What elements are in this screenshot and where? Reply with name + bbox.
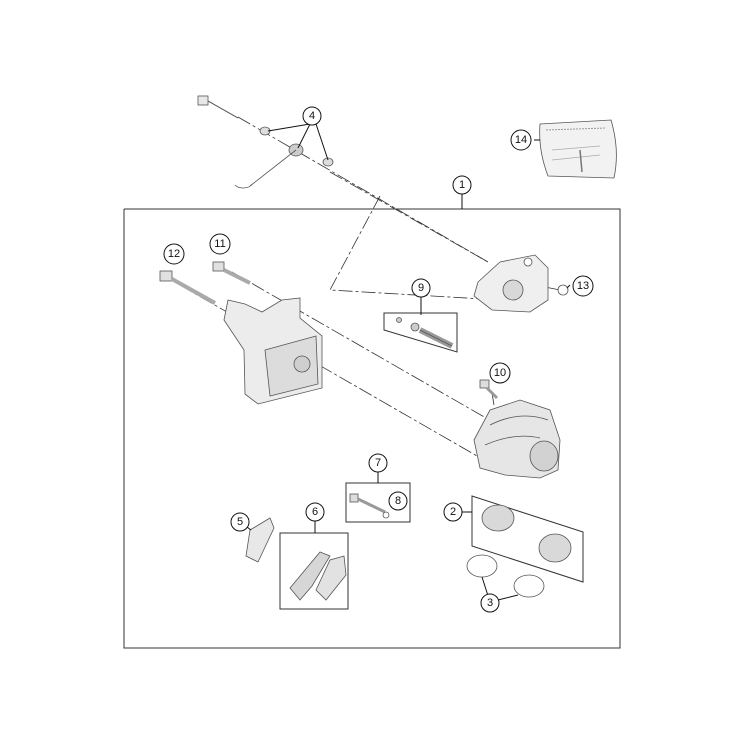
mounting-bolts	[159, 261, 251, 305]
svg-text:6: 6	[312, 506, 318, 518]
svg-text:14: 14	[515, 134, 527, 146]
callout-10: 10	[489, 362, 511, 384]
caliper-carrier	[473, 254, 569, 313]
callout-9: 9	[411, 278, 431, 298]
callout-8: 8	[388, 491, 408, 511]
callout-13: 13	[572, 275, 594, 297]
svg-text:10: 10	[494, 367, 506, 379]
callout-6: 6	[305, 502, 325, 522]
callout-7: 7	[368, 453, 388, 473]
svg-text:12: 12	[168, 248, 180, 260]
repair-kit-package	[539, 119, 617, 179]
callout-11: 11	[209, 233, 231, 255]
callout-2: 2	[443, 502, 463, 522]
svg-text:1: 1	[459, 179, 465, 191]
mounting-bracket	[223, 297, 323, 405]
callout-5: 5	[230, 512, 250, 532]
callout-1: 1	[452, 175, 472, 195]
svg-text:8: 8	[395, 495, 401, 507]
callout-4: 4	[302, 106, 322, 126]
callout-12: 12	[163, 243, 185, 265]
svg-text:9: 9	[418, 282, 424, 294]
pistons-group	[471, 495, 584, 583]
svg-text:4: 4	[309, 110, 315, 122]
piston-seals	[466, 554, 545, 598]
pad-spring	[245, 517, 275, 563]
bleed-screw	[479, 379, 499, 400]
caliper-body	[473, 399, 561, 479]
assembly-frame	[123, 208, 621, 649]
bolt-washer-set	[197, 95, 334, 189]
brake-pads-group	[279, 532, 349, 610]
svg-text:3: 3	[487, 597, 493, 609]
slide-pin-group	[383, 312, 458, 353]
svg-text:13: 13	[577, 280, 589, 292]
callout-3: 3	[480, 593, 500, 613]
svg-text:5: 5	[237, 516, 243, 528]
svg-text:7: 7	[375, 457, 381, 469]
svg-text:2: 2	[450, 506, 456, 518]
callout-14: 14	[510, 129, 532, 151]
svg-text:11: 11	[214, 238, 225, 250]
